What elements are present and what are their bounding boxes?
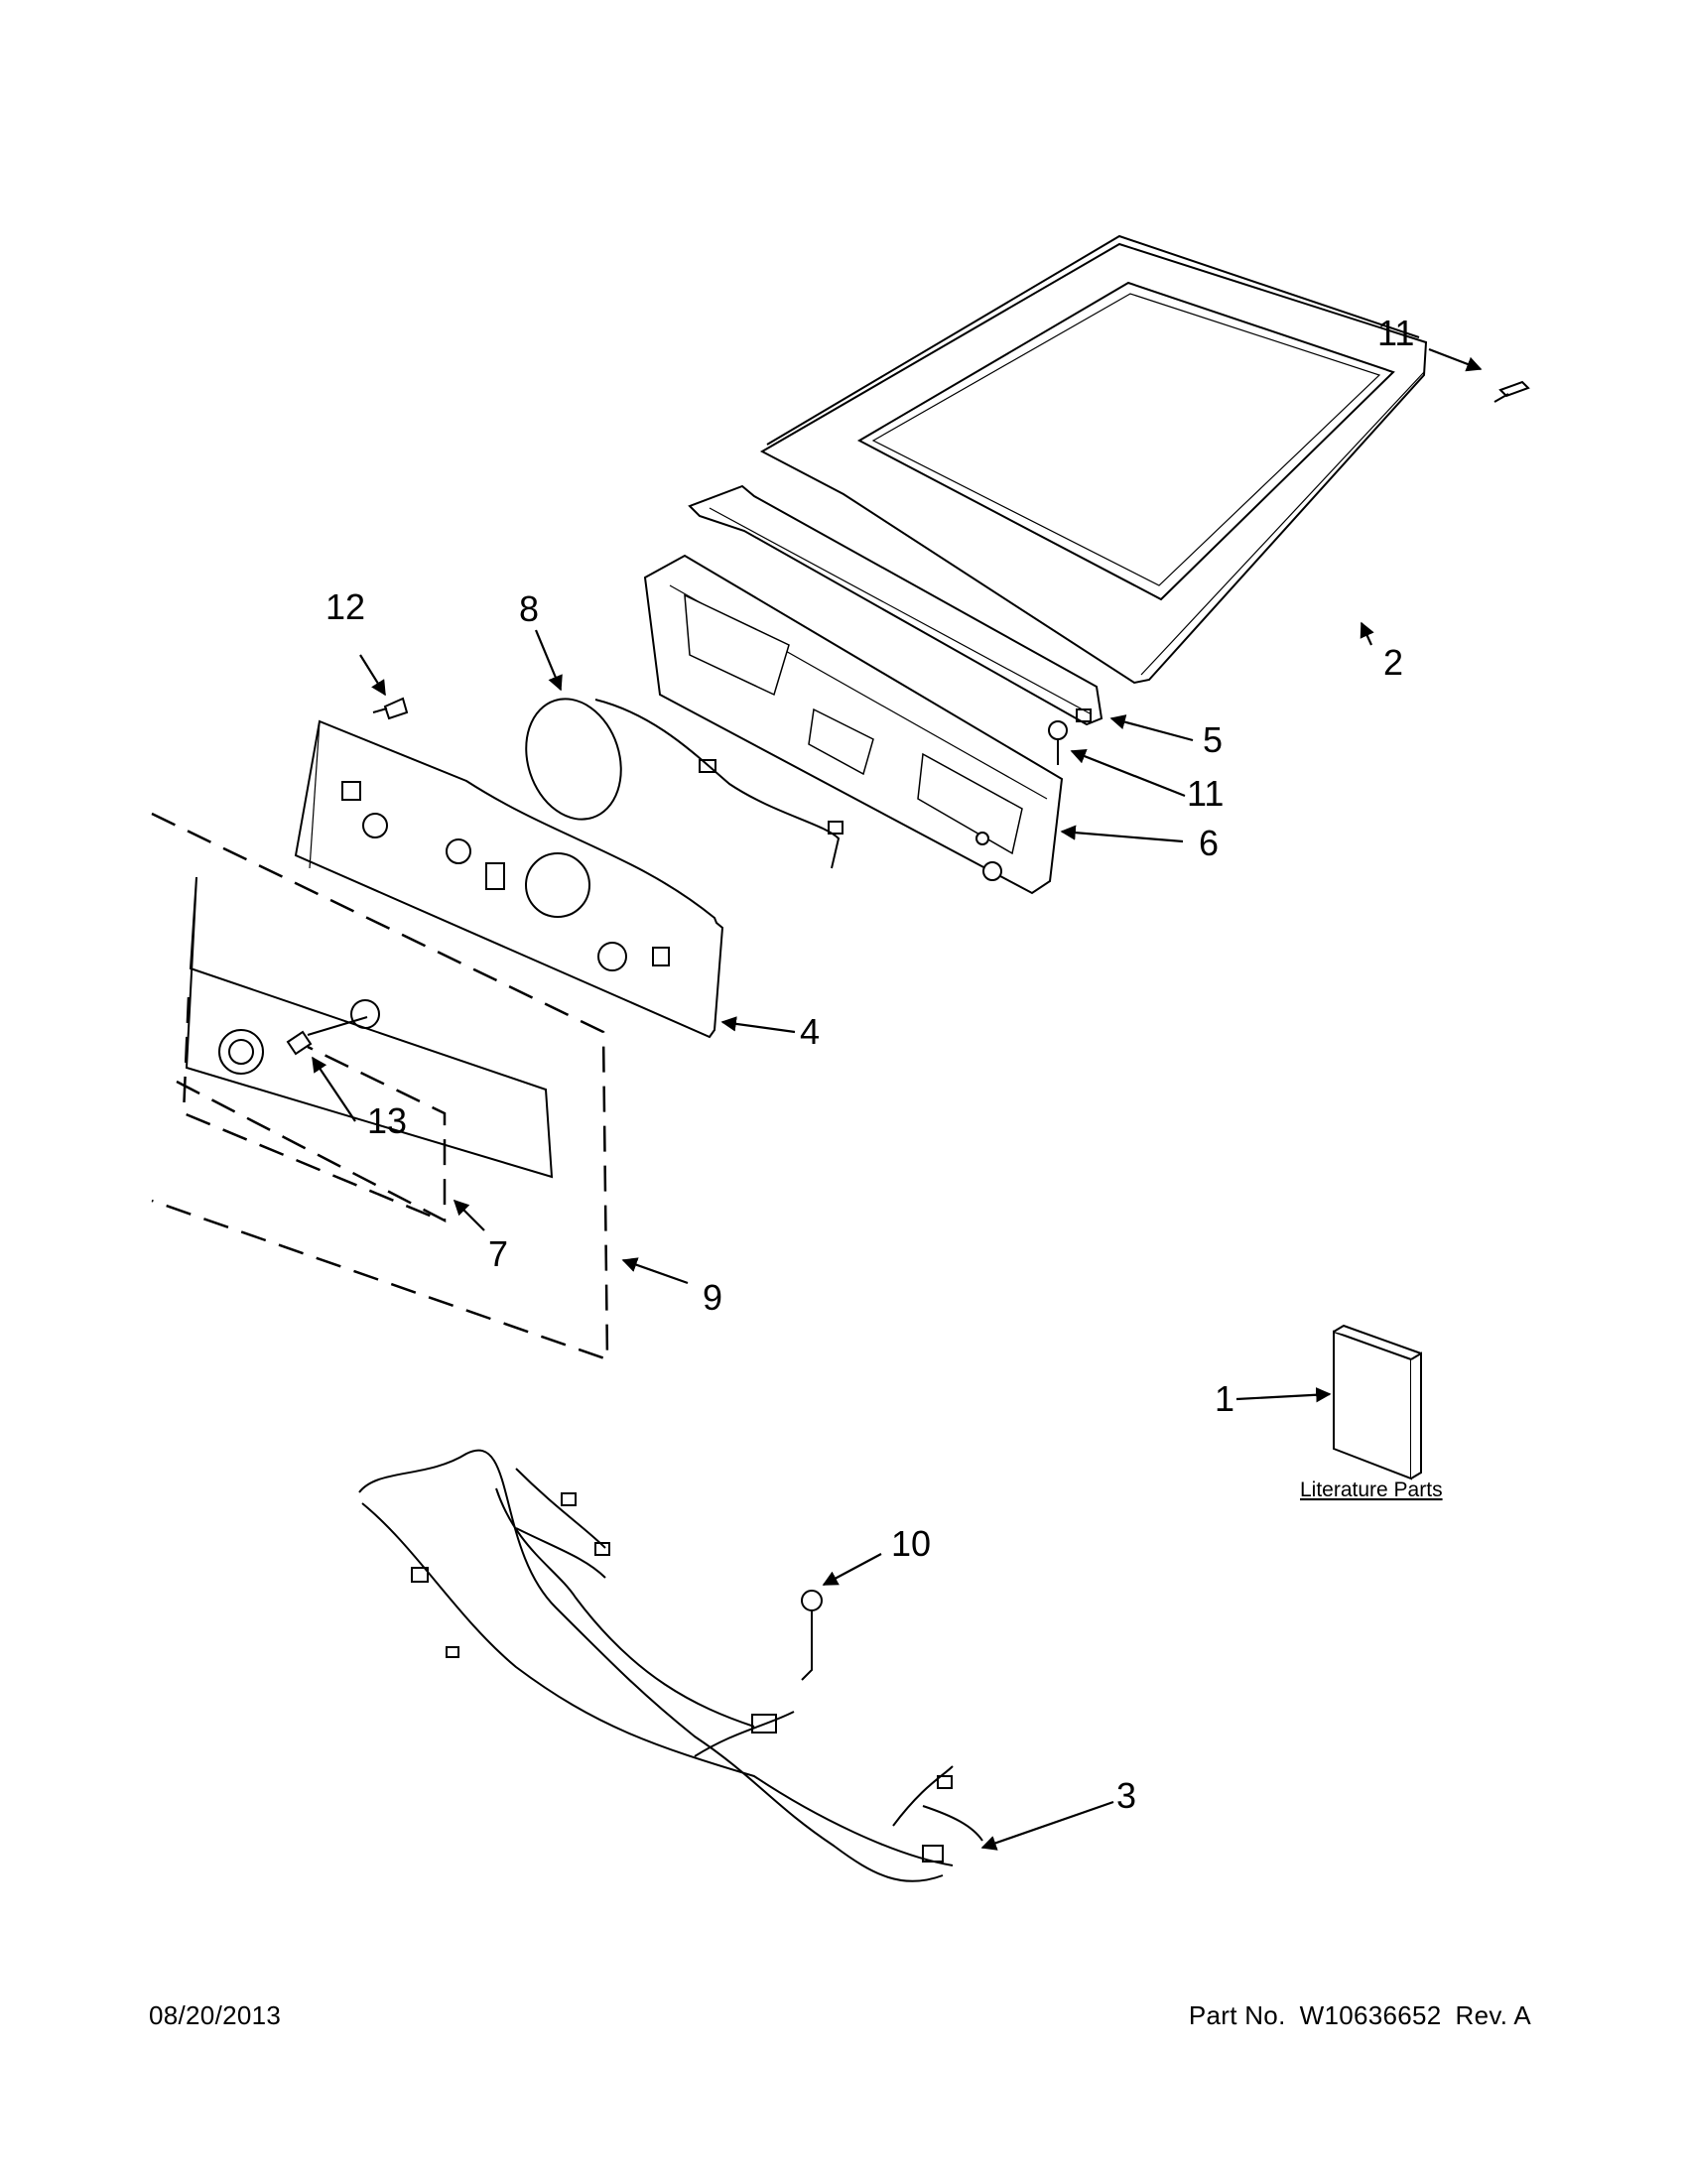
overlay-panel bbox=[185, 876, 554, 1179]
screw-icon bbox=[1493, 380, 1530, 403]
callout-5: 5 bbox=[1203, 719, 1223, 760]
footer-date: 08/20/2013 bbox=[149, 2000, 282, 2030]
literature-book-icon bbox=[1333, 1324, 1422, 1480]
leader-arrows bbox=[312, 347, 1483, 1851]
callout-2: 2 bbox=[1383, 642, 1403, 683]
callout-1: 1 bbox=[1215, 1378, 1234, 1419]
callout-11-top: 11 bbox=[1377, 313, 1414, 353]
callout-13: 13 bbox=[367, 1100, 407, 1141]
literature-parts-label[interactable]: Literature Parts bbox=[1300, 1478, 1443, 1501]
screw-icon bbox=[1048, 720, 1068, 765]
callout-6: 6 bbox=[1199, 823, 1219, 863]
console-panel bbox=[294, 719, 724, 1039]
callout-3: 3 bbox=[1116, 1775, 1136, 1816]
callout-12: 12 bbox=[325, 586, 365, 627]
callout-7: 7 bbox=[488, 1233, 508, 1274]
main-harness bbox=[358, 1449, 983, 1882]
footer-part-number: Part No. W10636652 Rev. A bbox=[1189, 2000, 1531, 2031]
sensor-harness bbox=[525, 698, 844, 869]
control-kit-outline bbox=[151, 812, 609, 1361]
callout-4: 4 bbox=[800, 1011, 820, 1052]
revision: Rev. A bbox=[1455, 2000, 1531, 2030]
knob bbox=[218, 1016, 368, 1075]
callout-11-lower: 11 bbox=[1187, 773, 1224, 814]
screw-icon bbox=[372, 697, 409, 720]
ground-screw-icon bbox=[801, 1590, 823, 1681]
console-back bbox=[643, 554, 1064, 895]
part-prefix: Part No. bbox=[1188, 2000, 1286, 2030]
callout-8: 8 bbox=[519, 588, 539, 629]
part-number: W10636652 bbox=[1299, 2000, 1442, 2030]
callout-9: 9 bbox=[703, 1277, 722, 1318]
callout-10: 10 bbox=[891, 1523, 931, 1564]
panel-bracket bbox=[688, 484, 1103, 726]
top-panel bbox=[759, 234, 1428, 685]
